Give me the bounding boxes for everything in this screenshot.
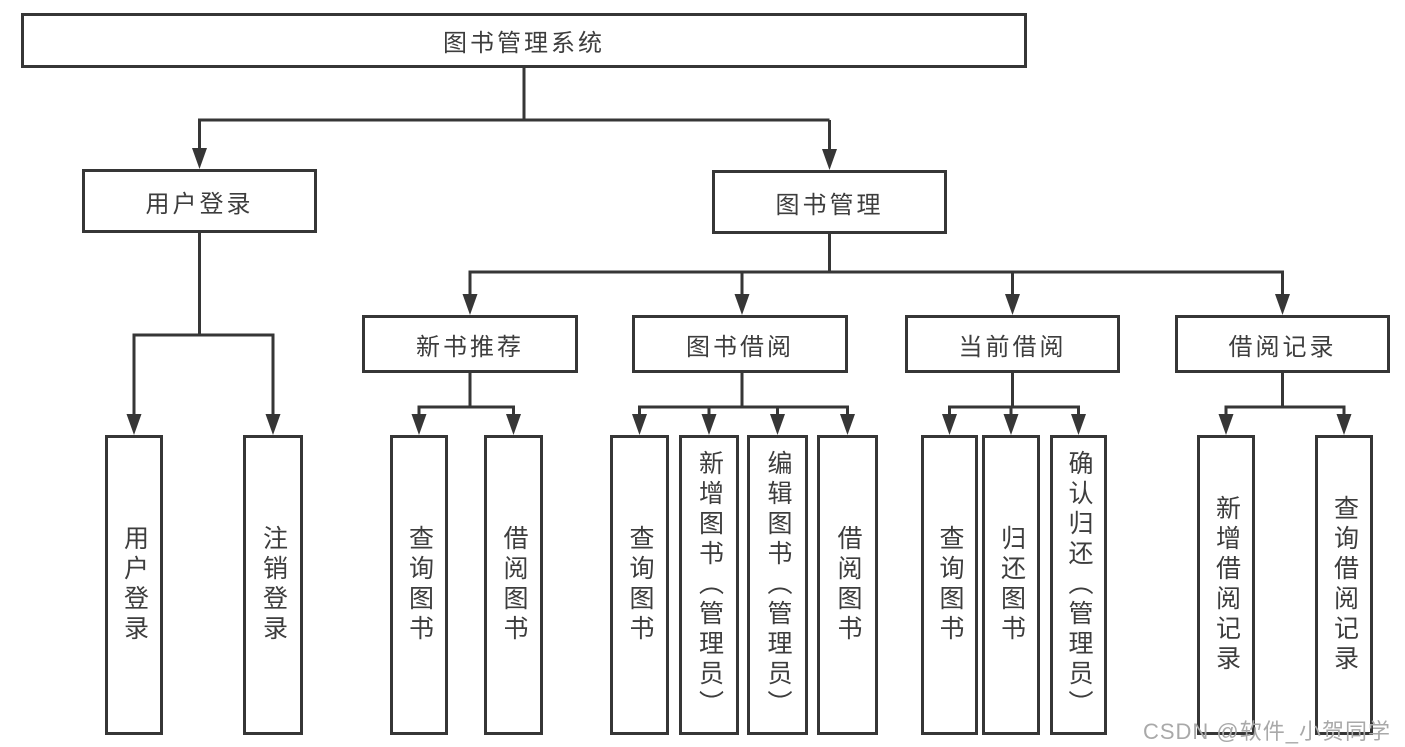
connector-book-borrow-children — [632, 373, 855, 435]
leaf-query-book-3-label: 查询图书 — [936, 525, 964, 645]
connector-current-borrow-children — [942, 373, 1086, 435]
node-book-borrow: 图书借阅 — [632, 315, 848, 373]
leaf-borrow-book-2-label: 借阅图书 — [834, 525, 862, 645]
leaf-query-book-2-label: 查询图书 — [626, 525, 654, 645]
connector-borrow-records-children — [1218, 373, 1352, 435]
node-library-system: 图书管理系统 — [21, 13, 1027, 68]
leaf-return-book-label: 归还图书 — [997, 525, 1026, 645]
leaf-edit-book-admin: 编辑图书（管理员） — [747, 435, 808, 735]
node-book-management: 图书管理 — [712, 170, 947, 234]
leaf-borrow-book-1-label: 借阅图书 — [500, 525, 528, 645]
leaf-query-book-1-label: 查询图书 — [405, 525, 434, 645]
node-borrow-records: 借阅记录 — [1175, 315, 1390, 373]
leaf-return-book: 归还图书 — [982, 435, 1040, 735]
leaf-confirm-return-admin-label: 确认归还（管理员） — [1065, 450, 1093, 720]
leaf-borrow-book-1: 借阅图书 — [484, 435, 543, 735]
leaf-add-book-admin: 新增图书（管理员） — [679, 435, 739, 735]
csdn-watermark: CSDN @软件_小贺同学 — [1142, 719, 1391, 744]
connector-root-to-level2 — [192, 68, 837, 170]
node-user-login: 用户登录 — [82, 169, 317, 233]
connector-new-book-rec-children — [411, 373, 521, 435]
leaf-query-borrow-record-label: 查询借阅记录 — [1330, 495, 1359, 675]
leaf-add-borrow-record: 新增借阅记录 — [1197, 435, 1255, 735]
leaf-logout-label: 注销登录 — [259, 525, 288, 645]
node-new-book-recommend: 新书推荐 — [362, 315, 578, 373]
leaf-add-book-admin-label: 新增图书（管理员） — [695, 450, 724, 720]
leaf-confirm-return-admin: 确认归还（管理员） — [1050, 435, 1107, 735]
leaf-logout: 注销登录 — [243, 435, 303, 735]
connector-book-mgmt-children — [462, 234, 1290, 315]
connector-user-login-children — [126, 233, 281, 435]
leaf-query-borrow-record: 查询借阅记录 — [1315, 435, 1373, 735]
leaf-user-login: 用户登录 — [105, 435, 163, 735]
leaf-add-borrow-record-label: 新增借阅记录 — [1212, 495, 1241, 675]
leaf-user-login-label: 用户登录 — [120, 525, 149, 645]
leaf-edit-book-admin-label: 编辑图书（管理员） — [764, 450, 792, 720]
leaf-query-book-1: 查询图书 — [390, 435, 448, 735]
leaf-borrow-book-2: 借阅图书 — [817, 435, 878, 735]
leaf-query-book-3: 查询图书 — [921, 435, 978, 735]
node-current-borrow: 当前借阅 — [905, 315, 1120, 373]
leaf-query-book-2: 查询图书 — [610, 435, 669, 735]
